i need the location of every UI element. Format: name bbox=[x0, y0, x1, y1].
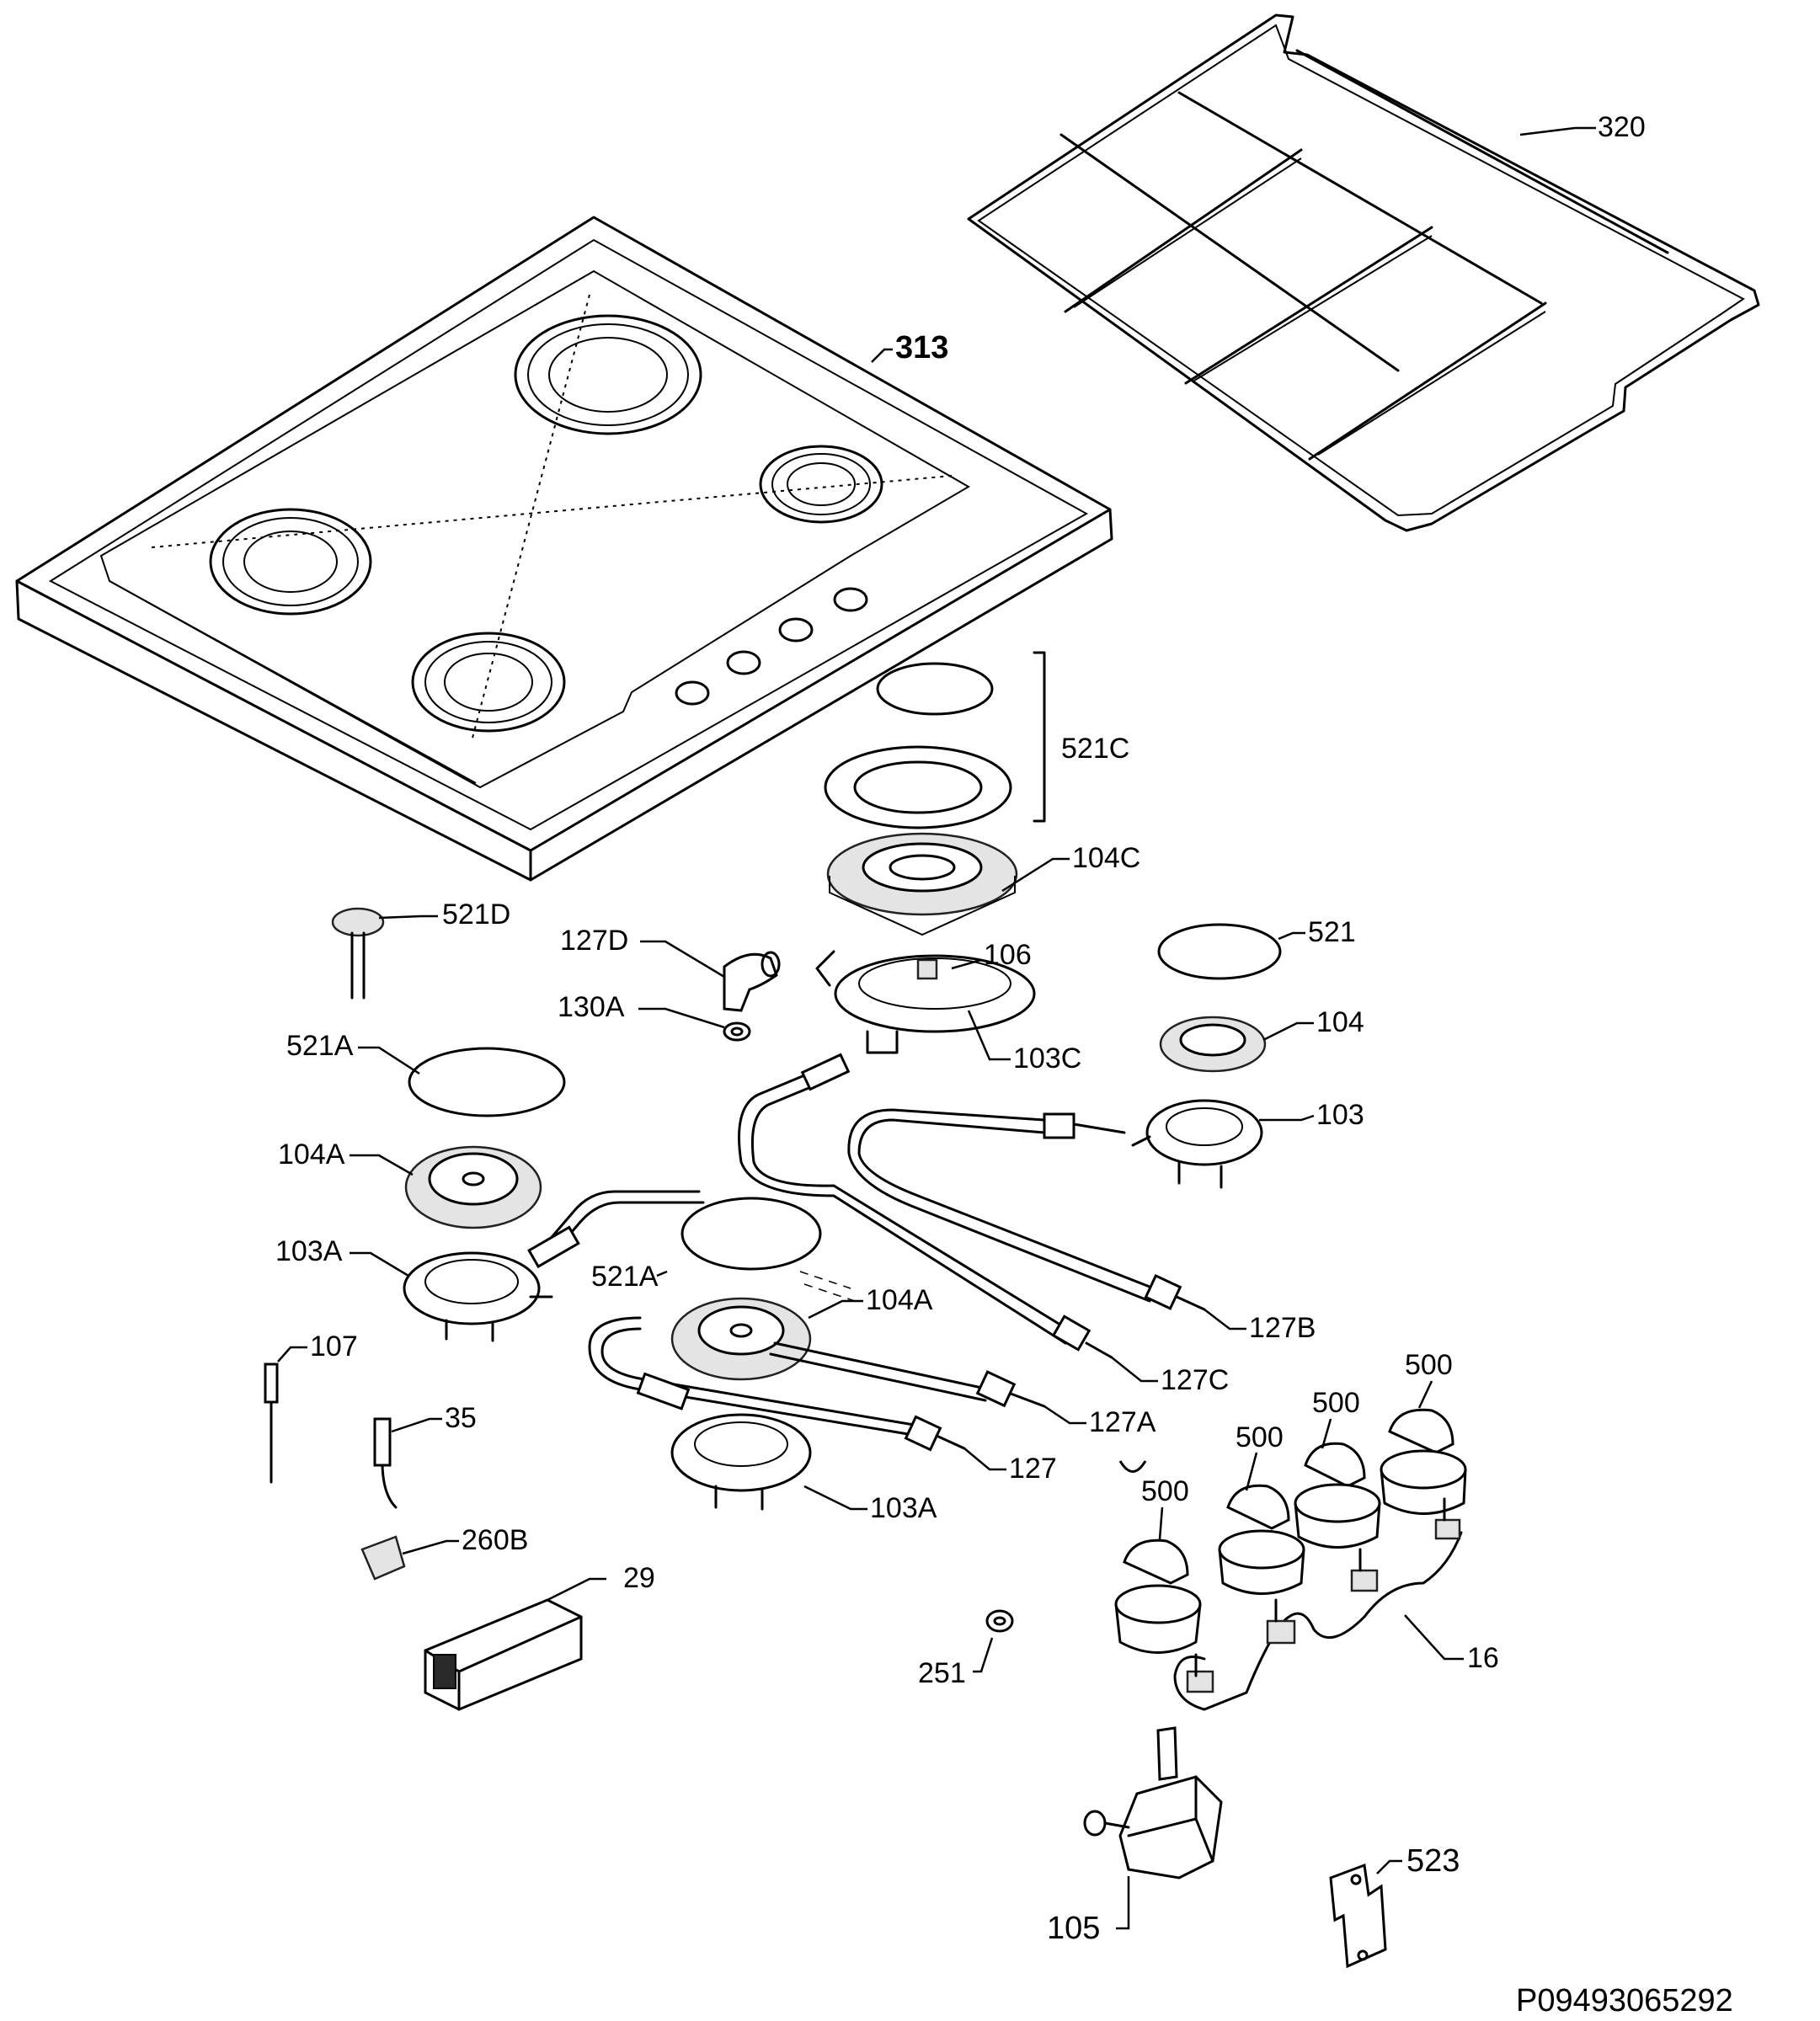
dashed-alignment bbox=[799, 1271, 856, 1302]
label-521c: 521C bbox=[1061, 733, 1129, 765]
elbow-fitting-127d bbox=[723, 951, 781, 1012]
burner-cap-521a-center bbox=[680, 1197, 822, 1271]
label-16: 16 bbox=[1467, 1642, 1499, 1674]
burner-cap-521c-ring bbox=[824, 745, 1012, 829]
hob-top-313 bbox=[15, 216, 1113, 882]
bushing-251 bbox=[985, 1609, 1014, 1633]
pan-support-320 bbox=[967, 13, 1760, 532]
gas-pipe-127c bbox=[738, 1053, 1113, 1359]
burner-cap-521a-left bbox=[408, 1047, 566, 1117]
gas-pipe-127 bbox=[588, 1316, 966, 1452]
label-127d: 127D bbox=[560, 925, 628, 957]
knob-500-4 bbox=[1380, 1408, 1467, 1515]
leader-lines bbox=[277, 126, 1596, 1930]
burner-base-103c bbox=[815, 950, 1036, 1054]
spark-plug-35 bbox=[373, 1417, 398, 1509]
knob-500-5 bbox=[1118, 1460, 1147, 1473]
label-521d: 521D bbox=[442, 899, 510, 931]
label-104c: 104C bbox=[1072, 842, 1140, 874]
label-127: 127 bbox=[1009, 1453, 1057, 1485]
knob-holes bbox=[675, 587, 868, 706]
gas-pipe-127a bbox=[769, 1341, 1046, 1408]
label-104: 104 bbox=[1316, 1006, 1364, 1038]
washer-130a bbox=[723, 1021, 751, 1042]
label-521: 521 bbox=[1308, 916, 1356, 948]
burner-crown-104a-center bbox=[670, 1297, 812, 1381]
label-521a-1: 521A bbox=[286, 1030, 354, 1062]
label-103c: 103C bbox=[1013, 1042, 1081, 1074]
thermocouple-107 bbox=[264, 1362, 279, 1484]
clip-260b bbox=[360, 1535, 406, 1581]
burner-cap-521c-small bbox=[876, 662, 994, 716]
label-313: 313 bbox=[895, 330, 948, 365]
gas-valve-105 bbox=[1083, 1726, 1223, 1880]
label-251: 251 bbox=[918, 1657, 966, 1689]
burner-hole-rear bbox=[514, 314, 702, 435]
label-103a-1: 103A bbox=[275, 1235, 343, 1267]
burner-hole-left bbox=[209, 508, 372, 616]
label-35: 35 bbox=[445, 1402, 477, 1434]
burner-base-103a-left bbox=[403, 1251, 553, 1342]
bracket-523 bbox=[1329, 1863, 1387, 1969]
ignition-harness-16 bbox=[1173, 1497, 1463, 1711]
label-103: 103 bbox=[1316, 1099, 1364, 1131]
label-521a-2: 521A bbox=[591, 1261, 659, 1293]
burner-crown-104a-left bbox=[404, 1145, 542, 1229]
label-500-3: 500 bbox=[1312, 1387, 1360, 1419]
label-500-2: 500 bbox=[1236, 1421, 1284, 1453]
gas-pipe-127a-left bbox=[527, 1190, 705, 1269]
knob-500-2 bbox=[1218, 1484, 1305, 1595]
burner-base-103a-center bbox=[670, 1413, 812, 1511]
label-104a-1: 104A bbox=[278, 1138, 345, 1170]
label-29: 29 bbox=[623, 1562, 655, 1594]
burner-base-103 bbox=[1131, 1099, 1263, 1189]
label-104a-2: 104A bbox=[866, 1284, 933, 1316]
label-500-4: 500 bbox=[1405, 1349, 1453, 1381]
gas-pipe-127b bbox=[847, 1108, 1206, 1311]
label-320: 320 bbox=[1598, 111, 1646, 143]
label-127b: 127B bbox=[1249, 1312, 1316, 1344]
label-500-1: 500 bbox=[1141, 1475, 1189, 1507]
burner-hole-front bbox=[411, 632, 566, 733]
label-260b: 260B bbox=[462, 1524, 528, 1556]
knob-500-1 bbox=[1114, 1538, 1202, 1654]
label-105: 105 bbox=[1047, 1911, 1100, 1946]
burner-crown-104c bbox=[826, 832, 1018, 936]
diagram-code: P09493065292 bbox=[1516, 1983, 1733, 2018]
ignition-generator-29 bbox=[424, 1598, 583, 1711]
burner-crown-104 bbox=[1159, 1016, 1267, 1073]
knob-500-3 bbox=[1294, 1442, 1381, 1549]
bracket-521c bbox=[1033, 651, 1046, 823]
label-127a: 127A bbox=[1089, 1406, 1156, 1438]
burner-cap-521d bbox=[331, 907, 385, 1000]
label-107: 107 bbox=[310, 1330, 358, 1362]
burner-cap-521 bbox=[1157, 923, 1282, 980]
label-106: 106 bbox=[984, 939, 1032, 971]
part-labels: 313 320 521C 104C 521D 127D 106 130A 103… bbox=[275, 111, 1733, 2018]
label-523: 523 bbox=[1406, 1843, 1460, 1879]
label-127c: 127C bbox=[1161, 1364, 1229, 1396]
burner-hole-right bbox=[759, 445, 883, 524]
nozzle-106 bbox=[916, 958, 938, 980]
label-130a: 130A bbox=[558, 991, 625, 1023]
label-103a-2: 103A bbox=[870, 1492, 937, 1524]
